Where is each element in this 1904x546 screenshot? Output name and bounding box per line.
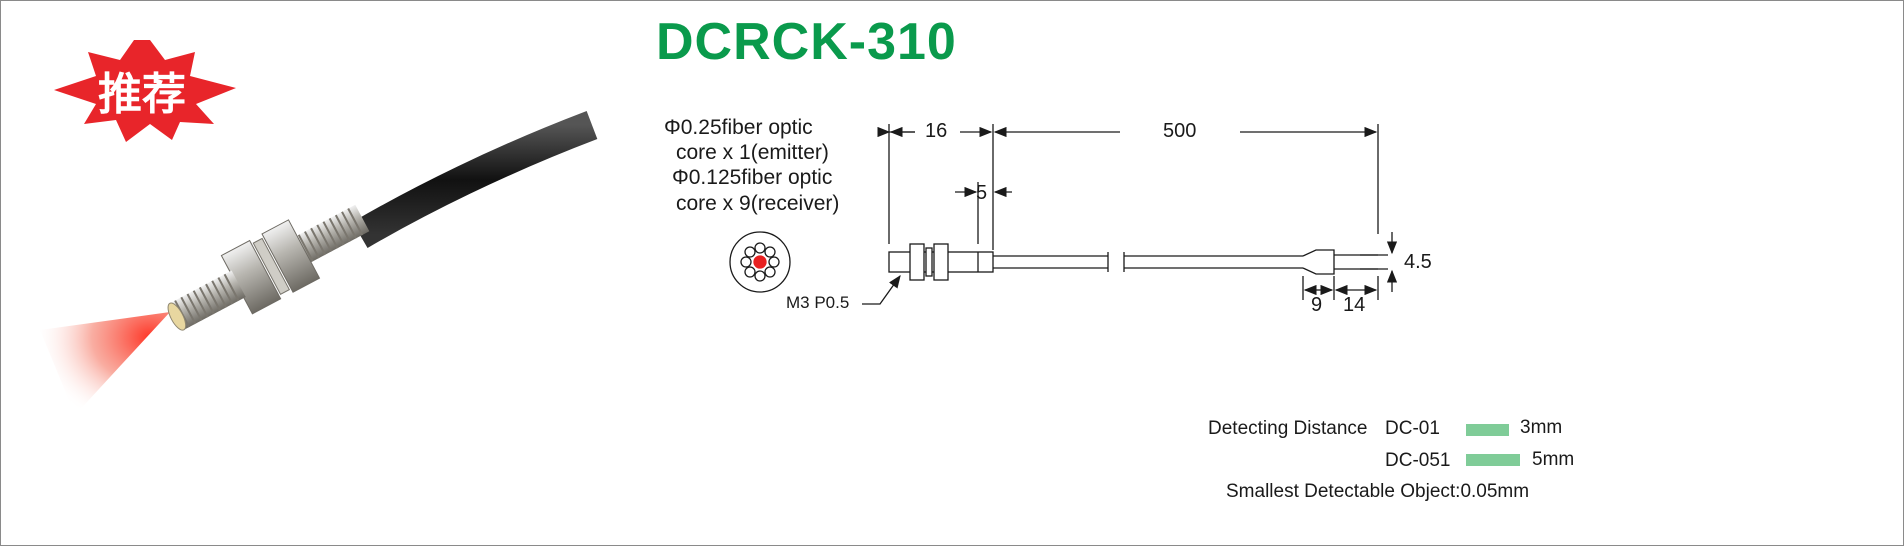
fiber-desc-line-1: Φ0.25fiber optic: [664, 116, 813, 139]
nut-1: [909, 243, 925, 281]
spec-bar-1: [1466, 424, 1509, 436]
detecting-distance-label: Detecting Distance: [1208, 418, 1368, 439]
dim-16: 16: [925, 120, 948, 142]
dim-500: 500: [1163, 120, 1197, 142]
nut-2: [933, 243, 949, 281]
laser-beam: [40, 312, 170, 415]
dim-5: 5: [976, 182, 988, 204]
dim-9: 9: [1311, 294, 1323, 316]
product-title: DCRCK-310: [656, 13, 957, 71]
spec-model-1: DC-01: [1385, 418, 1440, 439]
product-photo: [40, 40, 598, 415]
fiber-desc-line-4: core x 9(receiver): [676, 192, 840, 215]
fiber-cable: [352, 110, 598, 248]
spec-bar-2: [1466, 454, 1520, 466]
smallest-object-spec: Smallest Detectable Object:0.05mm: [1226, 481, 1530, 502]
fiber-desc-line-2: core x 1(emitter): [676, 141, 829, 164]
dim-14: 14: [1343, 294, 1366, 316]
washer: [925, 247, 933, 277]
receiver-cores: [740, 242, 780, 282]
thread-label: M3 P0.5: [786, 293, 850, 312]
dim-4-5: 4.5: [1404, 251, 1432, 273]
spec-value-1: 3mm: [1520, 417, 1563, 438]
badge-label: 推荐: [98, 69, 186, 120]
cable-end-taper: [1302, 249, 1335, 275]
thread-leader: [862, 274, 901, 305]
spec-value-2: 5mm: [1532, 449, 1575, 470]
fiber-desc-line-3: Φ0.125fiber optic: [672, 166, 833, 189]
emitter-core: [753, 255, 767, 269]
badge-starburst: [54, 40, 236, 142]
spec-model-2: DC-051: [1385, 450, 1451, 471]
